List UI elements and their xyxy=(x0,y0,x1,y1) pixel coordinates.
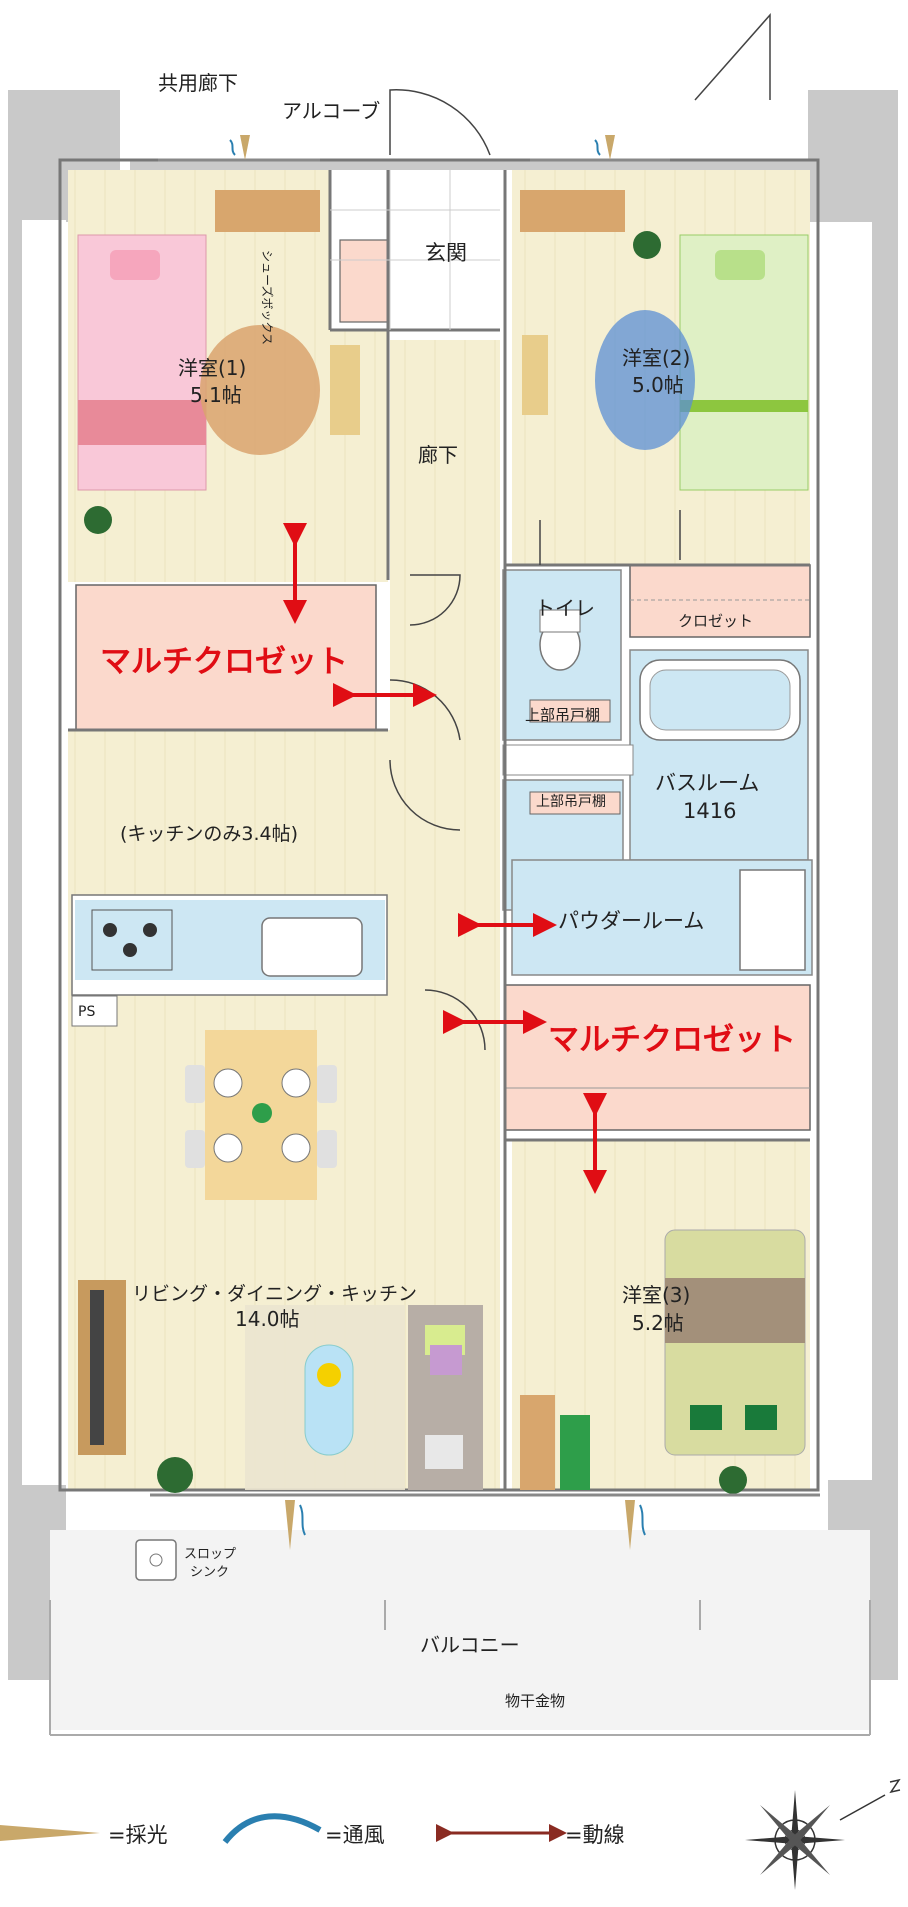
label-bathroom-name: バスルーム xyxy=(655,771,759,795)
label-ldk-name: リビング・ダイニング・キッチン xyxy=(132,1283,417,1305)
windows xyxy=(150,158,820,1497)
legend-wind-label: =通風 xyxy=(325,1823,385,1847)
label-alcove: アルコーブ xyxy=(282,99,380,123)
label-room2-size: 5.0帖 xyxy=(632,373,684,397)
label-room1-size: 5.1帖 xyxy=(190,383,242,407)
label-multi-closet-1: マルチクロゼット xyxy=(100,644,348,680)
label-closet: クロゼット xyxy=(678,612,753,630)
bed-room3 xyxy=(520,1229,806,1490)
label-powder-room: パウダールーム xyxy=(558,909,704,933)
bed-room1 xyxy=(77,190,360,491)
label-common-corridor: 共用廊下 xyxy=(158,71,238,95)
label-room3-size: 5.2帖 xyxy=(632,1311,684,1335)
label-multi-closet-2: マルチクロゼット xyxy=(548,1022,796,1058)
label-shoes-box: シューズボックス xyxy=(260,250,275,345)
compass-icon xyxy=(745,1778,901,1890)
bath-fixtures xyxy=(539,609,806,971)
label-slop-sink-1: スロップ xyxy=(184,1547,236,1562)
label-entrance: 玄関 xyxy=(425,241,467,265)
label-laundry-hardware: 物干金物 xyxy=(505,1692,565,1710)
label-kitchen-only: (キッチンのみ3.4帖) xyxy=(120,823,298,845)
label-slop-sink-2: シンク xyxy=(190,1565,229,1580)
legend: =採光 =通風 =動線 xyxy=(0,1813,625,1847)
label-balcony: バルコニー xyxy=(420,1633,520,1657)
legend-flow-label: =動線 xyxy=(565,1823,625,1847)
kitchen xyxy=(71,894,388,1027)
light-wind-markers xyxy=(229,135,646,1550)
dining-table xyxy=(185,1030,337,1200)
label-ps: PS xyxy=(78,1004,95,1020)
slop-sink-icon xyxy=(135,1539,177,1581)
label-upper-shelf-1: 上部吊戸棚 xyxy=(525,706,600,724)
legend-light-label: =採光 xyxy=(108,1823,168,1847)
doors xyxy=(389,13,771,1051)
label-room1-name: 洋室(1) xyxy=(178,356,246,380)
label-room2-name: 洋室(2) xyxy=(622,346,690,370)
flow-arrows xyxy=(283,523,607,1194)
label-ldk-size: 14.0帖 xyxy=(235,1307,300,1331)
label-room3-name: 洋室(3) xyxy=(622,1283,690,1307)
outer-walls xyxy=(8,90,898,1680)
label-bathroom-size: 1416 xyxy=(683,799,736,823)
plant-icons xyxy=(84,231,747,1494)
label-toilet: トイレ xyxy=(535,596,595,620)
label-upper-shelf-2: 上部吊戸棚 xyxy=(536,794,606,810)
living-set xyxy=(78,1280,483,1490)
wind-legend-icon xyxy=(222,1813,322,1844)
bed-room2 xyxy=(520,190,809,491)
light-legend-icon xyxy=(0,1825,100,1841)
label-hallway: 廊下 xyxy=(418,443,458,467)
balcony-rails xyxy=(49,1600,871,1736)
entrance-tiles xyxy=(330,170,500,330)
